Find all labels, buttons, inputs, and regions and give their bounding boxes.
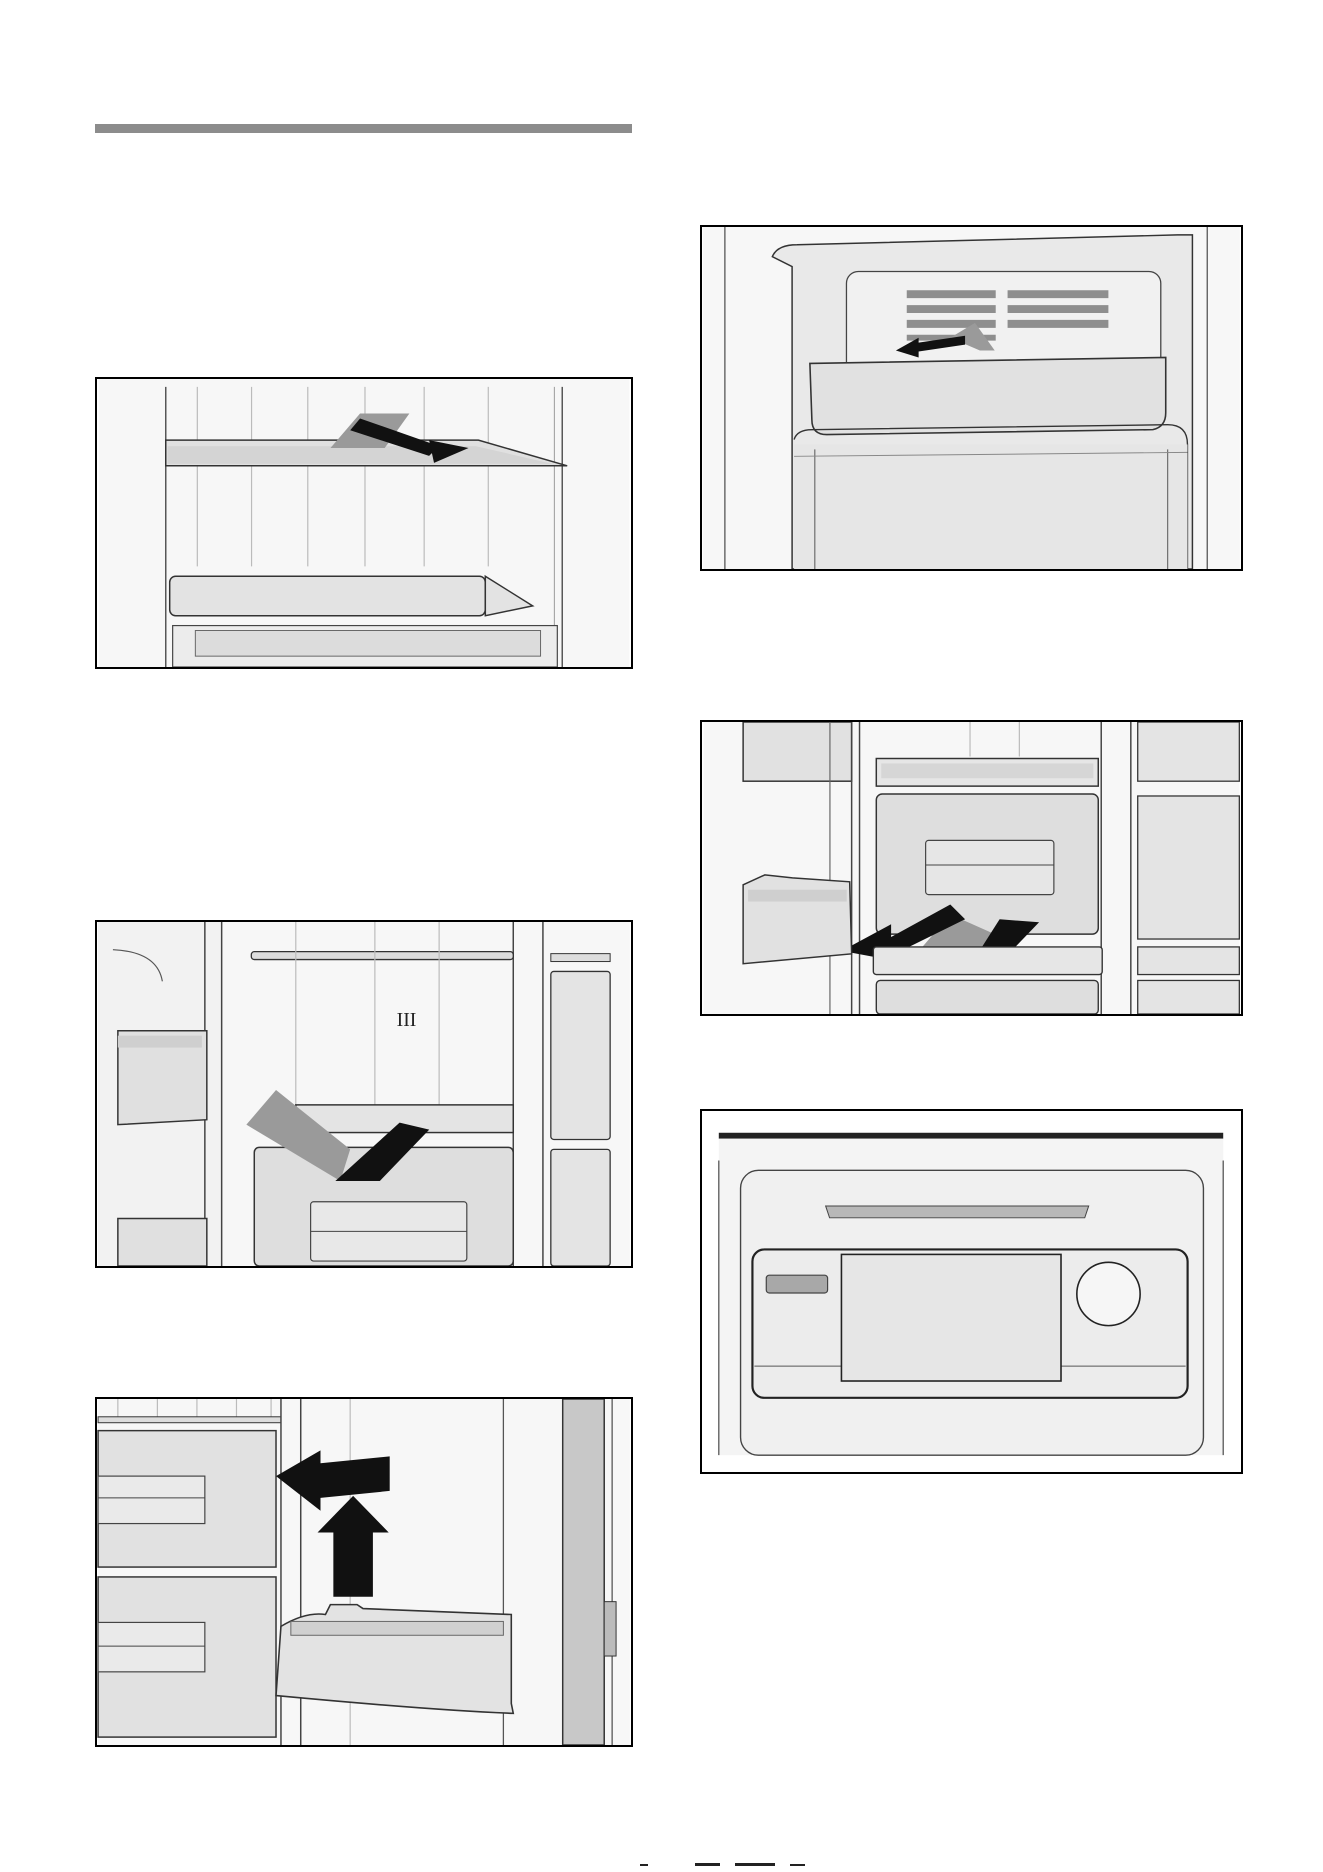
figure-drawer-lift-out: III [95,920,633,1268]
drawer-mark-label: III [397,1009,417,1031]
figure-top-tray-removal [700,225,1243,571]
figure-freezer-drawer-pull [700,720,1243,1016]
freezer-drawer-pull-illustration [702,722,1241,1014]
door-bin-removal-illustration [97,1399,631,1745]
figure-door-bin-removal [95,1397,633,1747]
top-tray-removal-illustration [702,227,1241,569]
drawer-lift-out-illustration: III [97,922,631,1266]
figure-shelf-removal [95,377,633,669]
footer-print-marks [640,1862,840,1868]
figure-control-panel [700,1109,1243,1474]
section-header-rule [95,124,632,133]
control-panel-illustration [702,1111,1241,1472]
shelf-removal-illustration [97,379,631,667]
